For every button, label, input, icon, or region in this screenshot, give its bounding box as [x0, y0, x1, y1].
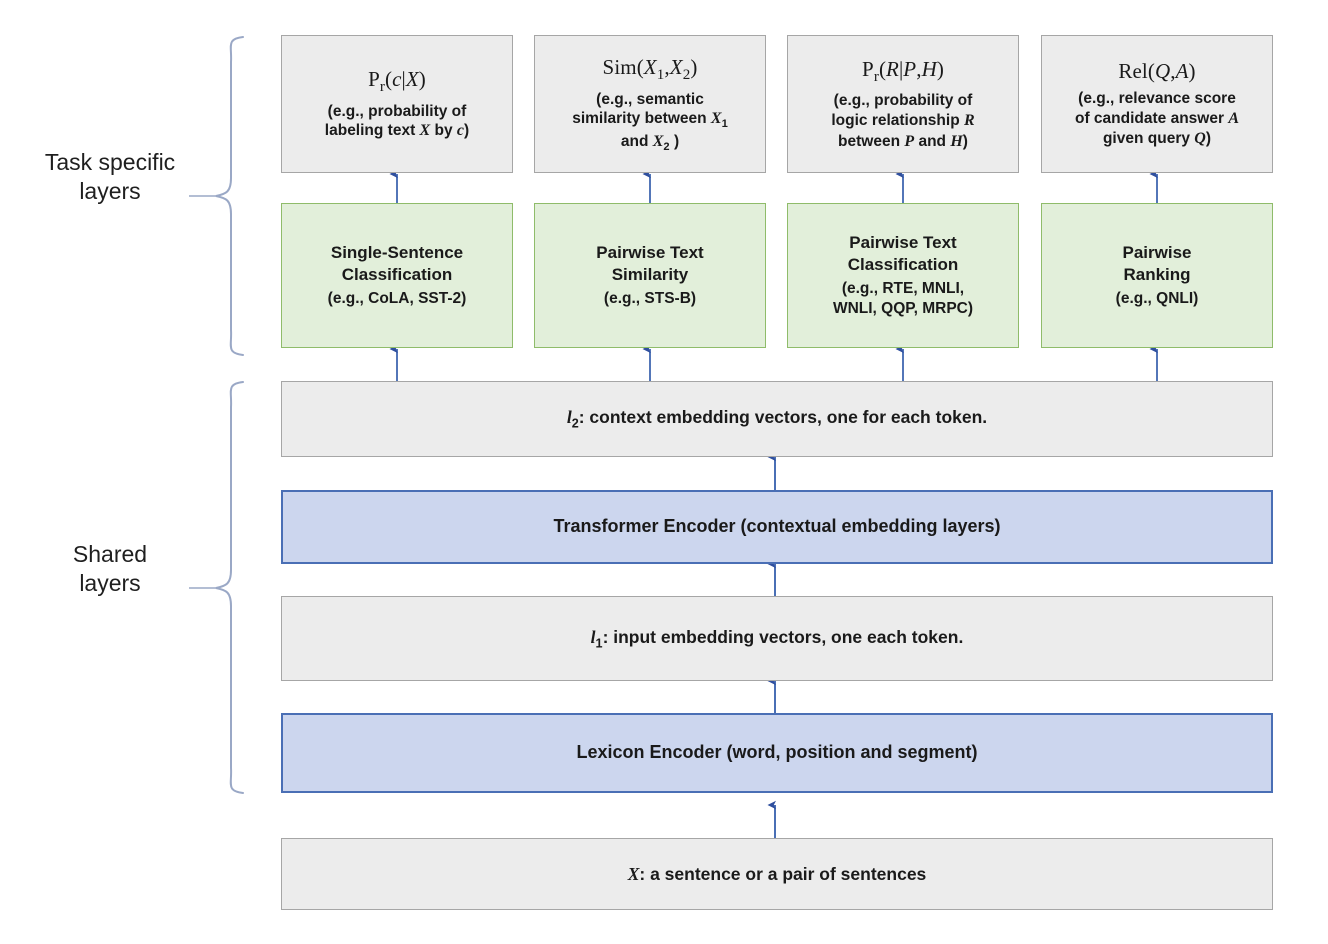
bar-l2-context-embedding: l2: context embedding vectors, one for e… — [281, 381, 1273, 457]
task-title-3-line1: Pairwise Text — [849, 232, 957, 252]
output-formula-1: Pr(c|X) — [368, 67, 426, 96]
bar-l2-text: l2: context embedding vectors, one for e… — [566, 407, 988, 431]
bar-lexicon-encoder: Lexicon Encoder (word, position and segm… — [281, 713, 1273, 793]
task-title-4-line1: Pairwise — [1122, 242, 1192, 262]
task-title-1-line2: Classification — [341, 264, 453, 284]
bar-l1-text: l1: input embedding vectors, one each to… — [590, 626, 964, 651]
task-title-2: Pairwise Text Similarity — [596, 242, 703, 286]
task-title-1-line1: Single-Sentence — [330, 242, 464, 262]
output-formula-2: Sim(X1,X2) — [602, 54, 698, 84]
output-formula-4: Rel(Q,A) — [1118, 59, 1196, 84]
bar-input-sentence: X: a sentence or a pair of sentences — [281, 838, 1273, 910]
bar-transformer-encoder: Transformer Encoder (contextual embeddin… — [281, 490, 1273, 564]
task-examples-4: (e.g., QNLI) — [1115, 290, 1199, 308]
arrow-task-to-output — [389, 169, 1159, 203]
brace-shared — [215, 381, 244, 794]
task-examples-1: (e.g., CoLA, SST-2) — [327, 290, 467, 308]
label-shared-line1: Shared — [72, 541, 148, 567]
bar-lexicon-text: Lexicon Encoder (word, position and segm… — [576, 742, 978, 763]
task-examples-2: (e.g., STS-B) — [603, 290, 697, 308]
task-box-pairwise-text-classification: Pairwise Text Classification (e.g., RTE,… — [787, 203, 1019, 348]
task-title-2-line1: Pairwise Text — [596, 242, 704, 262]
brace-task-specific — [215, 36, 244, 356]
task-title-1: Single-Sentence Classification — [331, 242, 463, 286]
bar-transformer-text: Transformer Encoder (contextual embeddin… — [553, 516, 1001, 537]
bar-input-text: X: a sentence or a pair of sentences — [627, 863, 927, 884]
task-examples-3-line1: (e.g., RTE, MNLI, — [841, 279, 965, 297]
label-task-specific-layers: Task specific layers — [30, 148, 190, 206]
task-box-single-sentence-classification: Single-Sentence Classification (e.g., Co… — [281, 203, 513, 348]
arrow-l2-to-task — [389, 344, 1159, 381]
task-title-2-line2: Similarity — [611, 264, 689, 284]
label-shared-layers: Shared layers — [30, 540, 190, 598]
task-title-4-line2: Ranking — [1123, 264, 1191, 284]
task-title-4: Pairwise Ranking — [1123, 242, 1192, 286]
task-box-pairwise-ranking: Pairwise Ranking (e.g., QNLI) — [1041, 203, 1273, 348]
label-task-specific-line2: layers — [79, 177, 141, 204]
task-title-3-line2: Classification — [847, 254, 959, 274]
bar-l1-text-rest: : input embedding vectors, one each toke… — [602, 626, 964, 647]
task-examples-3: (e.g., RTE, MNLI, WNLI, QQP, MRPC) — [827, 279, 979, 319]
bar-input-text-rest: : a sentence or a pair of sentences — [639, 863, 927, 884]
task-title-3: Pairwise Text Classification — [848, 232, 959, 276]
task-box-pairwise-text-similarity: Pairwise Text Similarity (e.g., STS-B) — [534, 203, 766, 348]
bar-l1-input-embedding: l1: input embedding vectors, one each to… — [281, 596, 1273, 681]
label-shared-line2: layers — [79, 569, 141, 596]
label-task-specific-line1: Task specific — [44, 149, 176, 175]
task-examples-3-line2: WNLI, QQP, MRPC) — [832, 300, 974, 318]
bar-l2-text-rest: : context embedding vectors, one for eac… — [578, 407, 988, 428]
output-formula-3: Pr(R|P,H) — [862, 56, 944, 86]
